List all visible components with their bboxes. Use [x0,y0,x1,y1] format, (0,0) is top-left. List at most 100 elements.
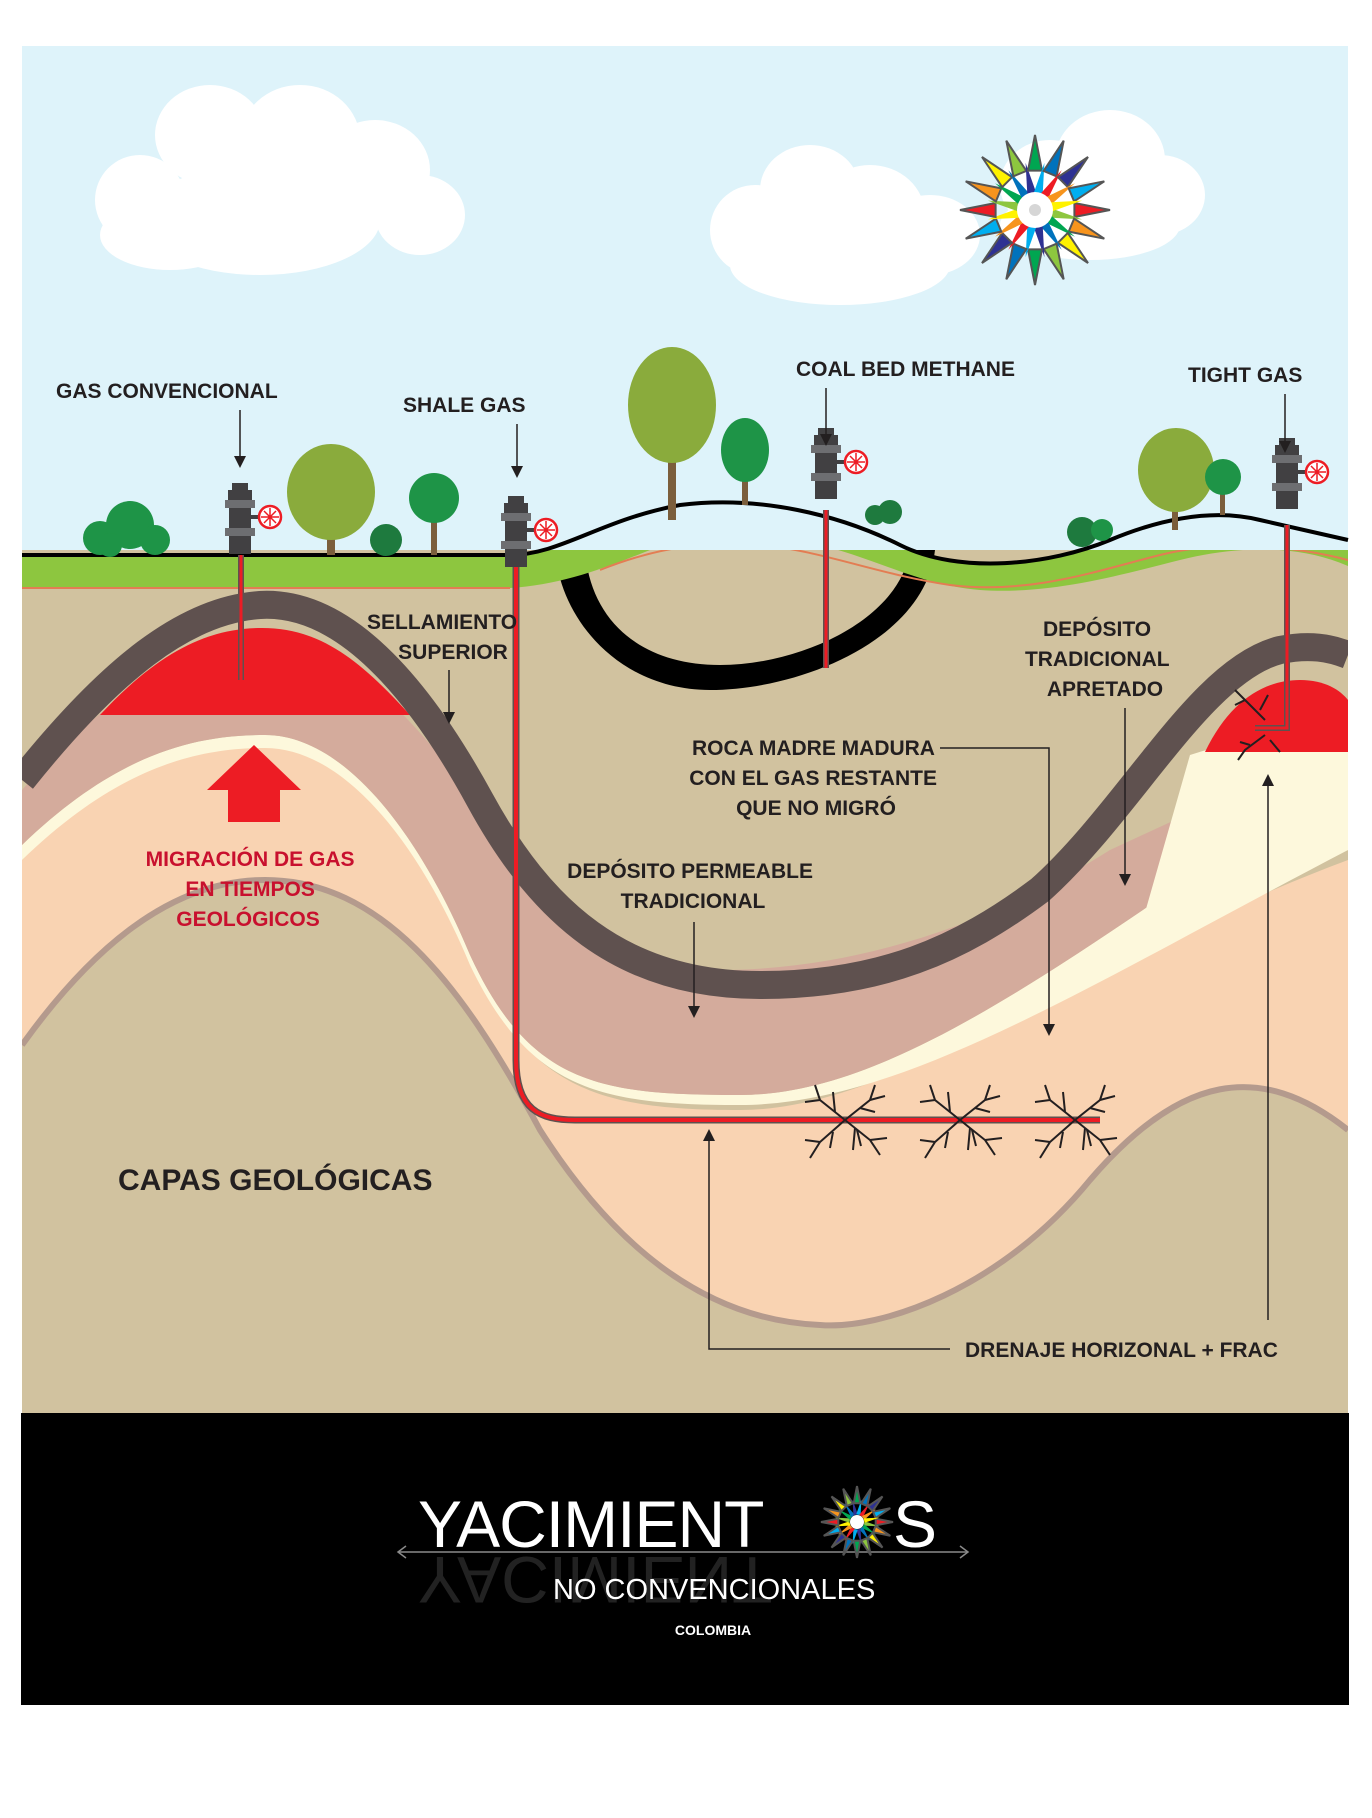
petal [1073,201,1111,219]
base-line [22,876,1348,1329]
brand-country: COLOMBIA [675,1622,751,1638]
petal [852,1485,862,1505]
petal [1067,217,1105,240]
petal [1045,183,1075,206]
label-deposito-permeable: DEPÓSITO PERMEABLE TRADICIONAL [567,859,819,913]
petal [1026,248,1044,286]
ground-outline [22,500,1349,566]
wells [238,510,1290,1124]
conventional-gas-trap [100,628,410,715]
brand-subtitle: NO CONVENCIONALES [553,1574,875,1606]
label-roca-madre: ROCA MADRE MADURA CON EL GAS RESTANTE QU… [689,737,943,820]
petal [852,1539,862,1559]
trees [83,347,1241,557]
wellhead-icon [501,496,559,567]
well-labels: GAS CONVENCIONAL SHALE GAS COAL BED METH… [56,358,1302,478]
petal [871,1524,891,1537]
brand-flower-icon [820,1485,894,1559]
tree-icon [721,418,769,505]
petal [995,183,1025,206]
petal [1042,140,1065,178]
label-drenaje: DRENAJE HORIZONAL + FRAC [965,1339,1278,1362]
brand-logo: YACIMIENT S YACIMIENT NO CONVENCIONALES … [396,1485,970,1638]
coal-bed-bowl [555,550,935,690]
petal [842,1488,855,1508]
petal [1056,231,1089,264]
petal [1056,156,1089,189]
label-gas-convencional: GAS CONVENCIONAL [56,380,278,403]
mauve-layer [22,644,1348,1095]
tree-icon [628,347,716,520]
tree-icon [409,473,459,555]
petal [1005,140,1028,178]
petal [874,1517,894,1527]
petal [863,1517,880,1523]
brand-title: YACIMIENT [418,1487,763,1561]
peach-layer [22,740,1348,1326]
cloud-left [95,85,465,275]
cloud-center [710,145,980,305]
petal [871,1507,891,1520]
petal [823,1524,843,1537]
petal [1049,208,1083,220]
petal [965,180,1003,203]
bush-icon [865,500,902,525]
petal [1042,242,1065,280]
petal [859,1536,872,1556]
fracture-icon [1234,689,1281,761]
petal [866,1495,884,1513]
petal [1045,214,1075,237]
bush-icon [370,524,402,556]
petal [987,200,1021,212]
petal [1008,220,1031,250]
migration-arrow-icon [207,745,301,822]
tree-icon [287,444,375,555]
wellhead-icon [225,483,283,554]
grass-strip [22,550,1348,591]
bush-left-icon [83,501,170,557]
petal [1008,170,1031,200]
petal [1033,162,1045,196]
tree-icon [1205,459,1241,515]
tight-gas-pocket [1205,680,1348,752]
fracture-icon [804,1084,888,1159]
petal [1067,180,1105,203]
fracture-icon [1034,1084,1118,1159]
brand-reflection: YACIMIENT [418,1543,772,1617]
label-deposito-apretado: DEPÓSITO TRADICIONAL APRETADO [1025,617,1175,701]
petal [859,1488,872,1508]
label-capas: CAPAS GEOLÓGICAS [118,1163,432,1197]
petal [866,1531,884,1549]
geological-layers [22,550,1348,1416]
footer [21,1413,1349,1705]
petal [842,1536,855,1556]
cream-layer [22,735,1348,1105]
petal [1005,242,1028,280]
brand-title-end: S [893,1487,937,1561]
flower-logo-icon [959,134,1111,286]
petal [981,156,1014,189]
wellheads [225,428,1330,567]
label-coal-bed-methane: COAL BED METHANE [796,358,1015,381]
seal-layer [22,590,1348,1000]
tree-icon [1138,428,1214,530]
petal [830,1531,848,1549]
annotations: SELLAMIENTO SUPERIOR MIGRACIÓN DE GAS EN… [118,611,1278,1362]
petal [1039,170,1062,200]
petal [830,1495,848,1513]
label-migracion: MIGRACIÓN DE GAS EN TIEMPOS GEOLÓGICOS [146,847,361,931]
petal [1025,224,1037,258]
label-tight-gas: TIGHT GAS [1188,364,1302,387]
petal [995,214,1025,237]
fracture-icon [919,1084,1003,1159]
petal [820,1517,840,1527]
petal [823,1507,843,1520]
fractures [804,689,1281,1159]
petal [1039,220,1062,250]
petal [981,231,1014,264]
label-shale-gas: SHALE GAS [403,394,526,417]
label-sellamiento: SELLAMIENTO SUPERIOR [367,611,523,664]
petal [1049,200,1083,212]
petal [959,201,997,219]
